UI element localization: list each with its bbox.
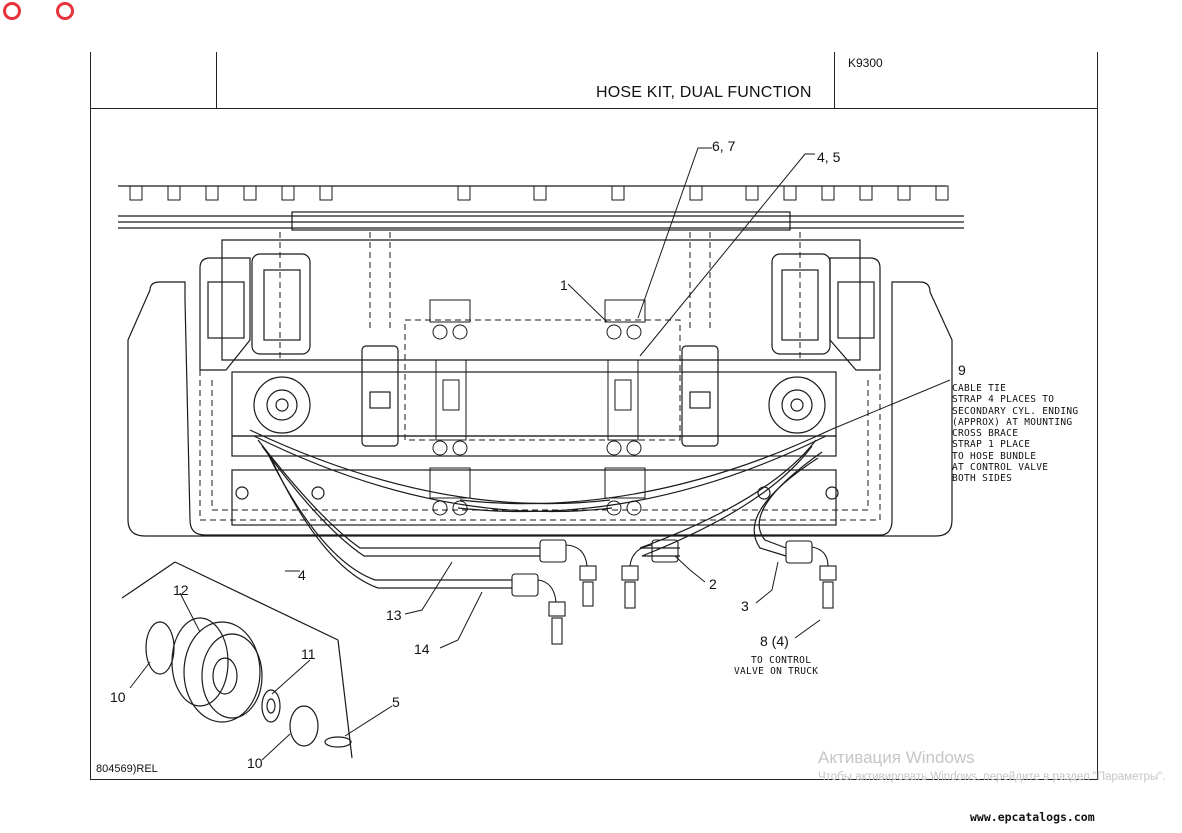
callout-4: 4 — [298, 567, 306, 583]
header-divider-left — [216, 52, 217, 108]
mast-teeth — [129, 185, 949, 201]
website-url[interactable]: www.epcatalogs.com — [970, 810, 1095, 824]
mast-top-bar — [118, 185, 964, 229]
windows-activation-title: Активация Windows — [818, 748, 975, 767]
callout-14: 14 — [414, 641, 430, 657]
callout-12: 12 — [173, 582, 189, 598]
center-fittings-left — [429, 299, 471, 516]
header-divider-right — [834, 52, 835, 108]
leader-lines — [129, 147, 951, 761]
drawing-reference: 804569)REL — [96, 763, 158, 775]
callout-5: 5 — [392, 694, 400, 710]
center-fittings-right — [604, 299, 646, 516]
windows-activation-subtitle: Чтобы активировать Windows, перейдите в … — [818, 771, 1166, 783]
close-icon[interactable] — [3, 2, 21, 20]
page-title: HOSE KIT, DUAL FUNCTION — [596, 84, 812, 101]
callout-1: 1 — [560, 277, 568, 293]
to-control-note: TO CONTROL VALVE ON TRUCK — [734, 655, 819, 678]
callout-10-upper: 10 — [110, 689, 126, 705]
right-side-assembly — [681, 253, 875, 447]
callout-11: 11 — [301, 646, 316, 662]
callout-9: 9 — [958, 362, 966, 378]
callout-3: 3 — [741, 598, 749, 614]
callout-2: 2 — [709, 576, 717, 592]
callout-6-7: 6, 7 — [712, 138, 736, 154]
carriage-hidden-lines — [199, 232, 881, 521]
drawing-frame — [90, 52, 1098, 780]
carriage-outline — [127, 211, 953, 537]
hose-bundle — [249, 429, 831, 589]
callout-8: 8 (4) — [760, 633, 789, 649]
callout-4-5: 4, 5 — [817, 149, 841, 165]
drawing-code: K9300 — [848, 56, 883, 70]
maximize-icon[interactable] — [56, 2, 74, 20]
cable-tie-note: CABLE TIE STRAP 4 PLACES TO SECONDARY CY… — [952, 383, 1079, 485]
callout-13: 13 — [386, 607, 402, 623]
left-side-assembly — [207, 253, 399, 447]
sheave-exploded-view — [121, 561, 353, 759]
callout-10-lower: 10 — [247, 755, 263, 771]
header-bottom-rule — [90, 108, 1098, 109]
hose-ends — [511, 539, 837, 645]
